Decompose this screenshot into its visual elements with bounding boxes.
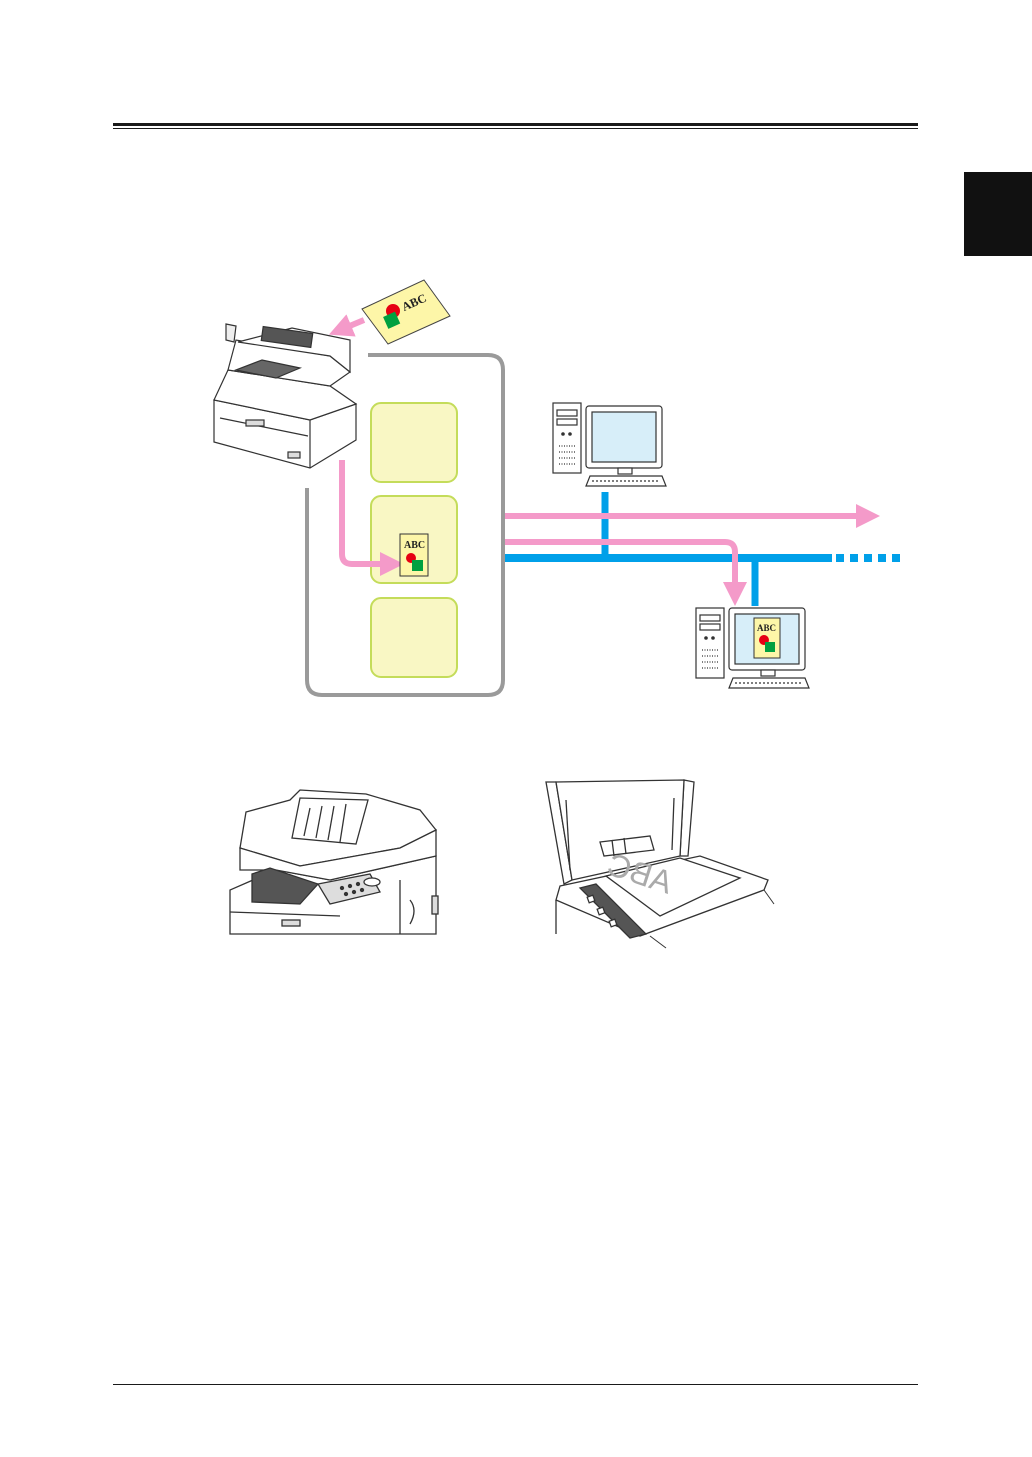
function-box-bottom	[371, 598, 457, 677]
document-label: ABC	[757, 623, 776, 633]
document-label: ABC	[404, 540, 425, 551]
platen-glass-illustration: ABC	[546, 780, 774, 948]
desktop-computer-icon	[696, 608, 809, 688]
footer-rule	[113, 1384, 918, 1385]
document-icon: ABC	[754, 618, 780, 658]
feed-arrow	[340, 320, 364, 330]
feeder-illustration	[230, 790, 438, 934]
document-icon: ABC	[362, 280, 450, 344]
multifunction-printer-icon	[214, 324, 356, 468]
function-box-top	[371, 403, 457, 482]
send-arrow-computer	[505, 542, 735, 594]
desktop-computer-icon	[553, 403, 666, 486]
document-icon: ABC	[400, 534, 428, 576]
